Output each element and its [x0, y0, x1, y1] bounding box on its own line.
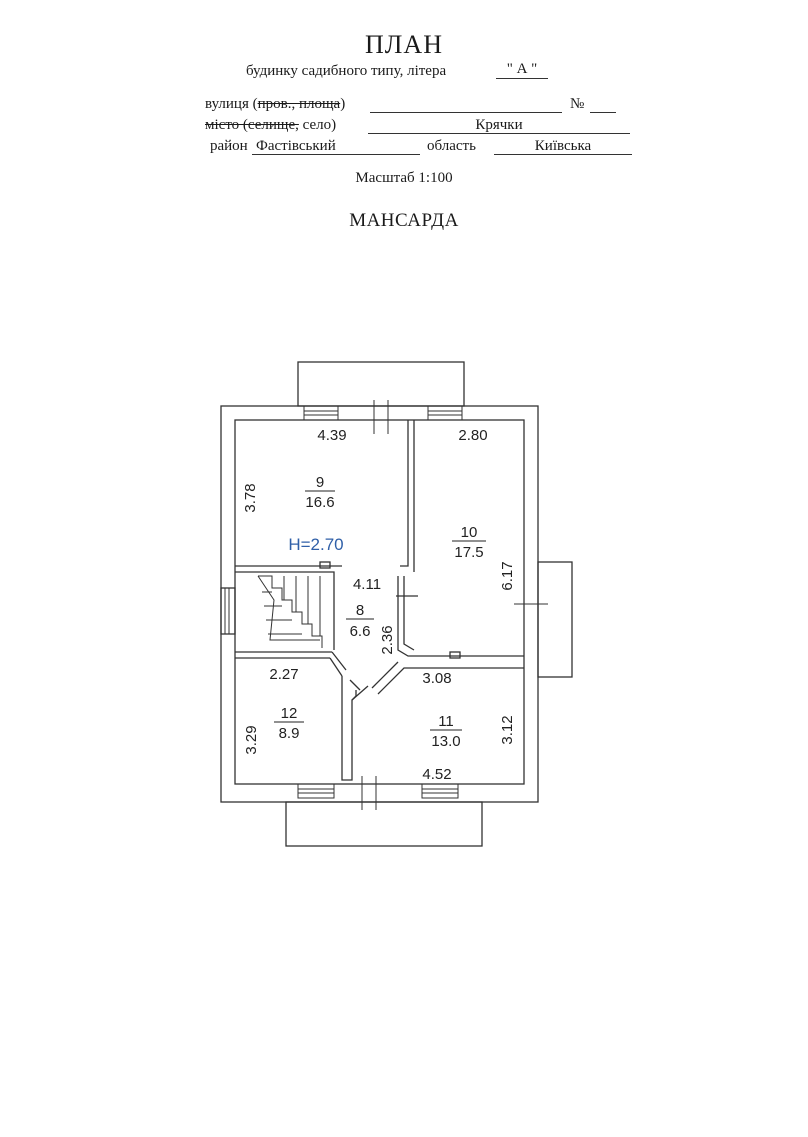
- street-label: вулиця (пров., площа): [205, 96, 346, 112]
- door-right: [514, 594, 548, 614]
- region-value: Київська: [534, 138, 592, 154]
- room-10-dim-height: 6.17: [499, 561, 516, 590]
- room-9-dim-height: 3.78: [242, 483, 259, 512]
- number-line: [590, 112, 616, 113]
- room-12-dim-width: 2.27: [269, 666, 298, 683]
- bottom-bay: [285, 801, 483, 847]
- room-8-dim-height: 2.36: [379, 625, 396, 654]
- room-11-number: 11: [438, 713, 454, 730]
- window-bottom-right: [421, 783, 459, 799]
- room-9-dim-width: 4.39: [317, 427, 346, 444]
- stairs: [257, 575, 323, 648]
- room-10-dim-width: 2.80: [458, 427, 487, 444]
- room-9-area: 16.6: [305, 494, 334, 511]
- room-11-dim-bottom: 4.52: [422, 766, 451, 783]
- city-value: Крячки: [475, 117, 523, 133]
- door-bottom: [361, 776, 377, 810]
- subtitle: будинку садибного типу, літера: [246, 63, 447, 79]
- door-top: [373, 400, 389, 434]
- right-bay: [537, 561, 573, 678]
- room-8-dim-width: 4.11: [353, 576, 381, 593]
- left-bay: [220, 587, 236, 635]
- room-8-area: 6.6: [350, 623, 371, 640]
- district-line: [252, 154, 420, 155]
- window-bottom-left: [297, 783, 335, 799]
- room-8-number: 8: [356, 602, 364, 619]
- scale-label: Масштаб 1:100: [355, 170, 453, 186]
- room-11-dim-width: 3.08: [422, 670, 451, 687]
- litera-value: " А ": [496, 61, 548, 79]
- room-12-area: 8.9: [279, 725, 300, 742]
- region-label: область: [427, 138, 476, 154]
- district-label: район: [210, 138, 248, 154]
- room-11-area: 13.0: [431, 733, 460, 750]
- room-9-number: 9: [316, 474, 324, 491]
- city-label: місто (селище, село): [205, 117, 337, 133]
- region-line: [494, 154, 632, 155]
- window-left: [224, 588, 230, 634]
- window-top-left: [303, 405, 339, 421]
- number-label: №: [570, 96, 585, 112]
- room-12-dim-height: 3.29: [243, 725, 260, 754]
- district-value: Фастівський: [256, 138, 336, 154]
- room-12-number: 12: [281, 705, 298, 722]
- room-11-dim-height: 3.12: [499, 715, 516, 744]
- street-line: [370, 112, 562, 113]
- top-bay: [297, 361, 465, 407]
- window-top-right: [427, 405, 463, 421]
- floor-label: МАНСАРДА: [349, 210, 459, 231]
- outer-wall: [220, 405, 539, 803]
- page-title: ПЛАН: [365, 30, 443, 59]
- room-10-number: 10: [461, 524, 478, 541]
- city-line: [368, 133, 630, 134]
- room-10-area: 17.5: [454, 544, 483, 561]
- ceiling-height-label: H=2.70: [288, 535, 343, 554]
